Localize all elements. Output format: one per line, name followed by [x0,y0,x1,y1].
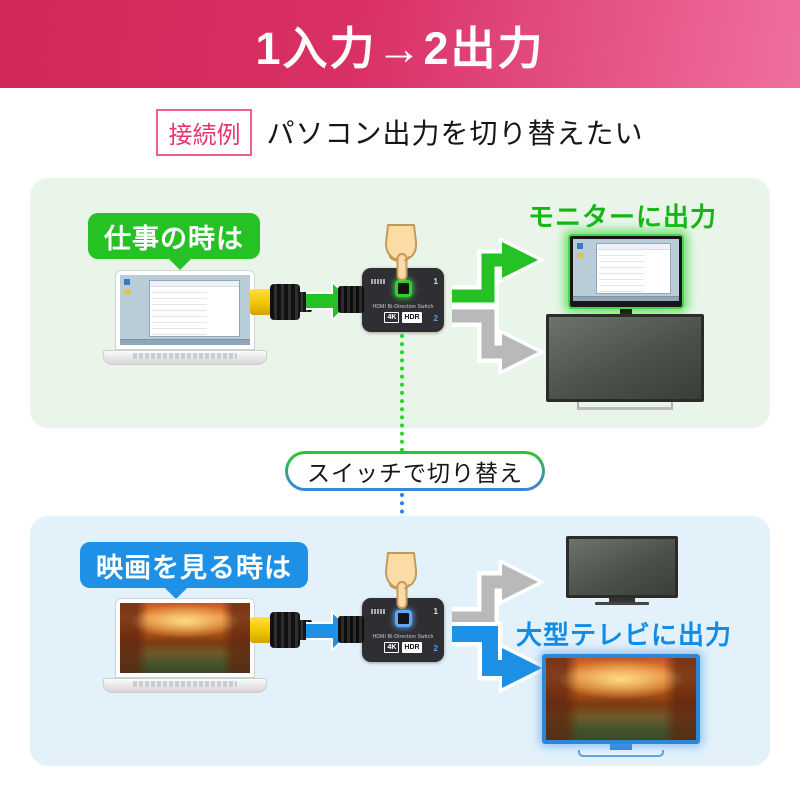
desktop-icon [124,279,130,285]
hdmi-cable-head [270,284,300,320]
connection-example-badge: 接続例 [156,108,253,156]
tv-off-screen [566,536,678,598]
badge-4k: 4K [384,312,400,323]
pressing-hand-icon [385,552,418,609]
device-badges: 4K HDR [362,642,444,653]
hdmi-plug [250,284,312,320]
movie-output-label: 大型テレビに出力 [516,620,733,650]
elbow-arrow-gray-icon [452,305,546,374]
monitor-neck [620,309,632,317]
windows-desktop-screen [120,275,250,345]
plugged-cable-stub [338,286,364,313]
brand-logo [371,609,386,614]
movie-bubble: 映画を見る時は [80,542,308,599]
explorer-window [148,279,240,338]
elbow-arrow-blue-icon [452,622,548,694]
device-badges: 4K HDR [362,312,444,323]
badge-hdr: HDR [402,642,422,653]
tv-neck [609,598,635,602]
laptop-base [103,350,267,365]
select-button[interactable] [395,280,412,297]
movie-screen [120,603,250,673]
tv-stand [577,402,673,410]
tv-off-screen [546,314,704,402]
badge-hdr: HDR [402,312,422,323]
hdmi-cable-head [270,612,300,648]
intro-title: パソコン出力を切り替えたい [266,118,644,149]
desktop-icon [577,243,583,249]
inactive-tv [546,314,704,410]
device-label: HDMI Bi-Direction Switch [372,304,434,310]
taskbar [120,339,250,345]
active-big-tv [542,654,700,757]
banner-title: 1入力→2出力 [255,22,545,74]
active-monitor [568,234,684,322]
work-laptop [103,270,267,365]
elbow-arrow-green-icon [452,238,546,307]
work-bubble: 仕事の時は [88,213,260,270]
taskbar [573,296,679,301]
window-titlebar [149,280,239,287]
work-output-label: モニターに出力 [528,202,718,232]
port-2-indicator: 2 [433,314,438,323]
dotted-line-green [400,334,404,452]
pressing-hand-icon [385,224,418,281]
movie-bubble-label: 映画を見る時は [96,552,292,583]
big-tv-screen [542,654,700,744]
port-1-indicator: 1 [433,277,438,286]
laptop-keyboard [133,353,237,359]
laptop-base [103,678,267,693]
laptop-screen-bezel [115,270,255,350]
plugged-cable-stub [338,616,364,643]
switch-note-pill: スイッチで切り替え [285,451,545,491]
tv-base [595,602,649,605]
movie-laptop [103,598,267,693]
laptop-screen-bezel [115,598,255,678]
window-content [597,250,670,293]
work-bubble-label: 仕事の時は [104,223,244,254]
port-2-indicator: 2 [433,644,438,653]
select-button[interactable] [395,610,412,627]
explorer-window [596,243,671,295]
window-titlebar [597,244,670,251]
desktop-icon [124,289,131,294]
elbow-arrow-gray-icon [452,560,546,629]
brand-logo [371,279,386,284]
desktop-icon [577,253,584,258]
device-label: HDMI Bi-Direction Switch [372,634,434,640]
switch-note-label: スイッチで切り替え [307,460,523,486]
monitor-screen [573,239,679,301]
intro-row: 接続例 パソコン出力を切り替えたい [0,104,800,160]
badge-4k: 4K [384,642,400,653]
hdmi-plug [250,612,312,648]
big-tv-neck [610,744,632,750]
monitor-bezel [568,234,684,309]
inactive-tv [566,536,678,605]
laptop-keyboard [133,681,237,687]
port-1-indicator: 1 [433,607,438,616]
window-content [149,286,239,336]
banner: 1入力→2出力 [0,0,800,88]
big-tv-base [578,750,664,757]
